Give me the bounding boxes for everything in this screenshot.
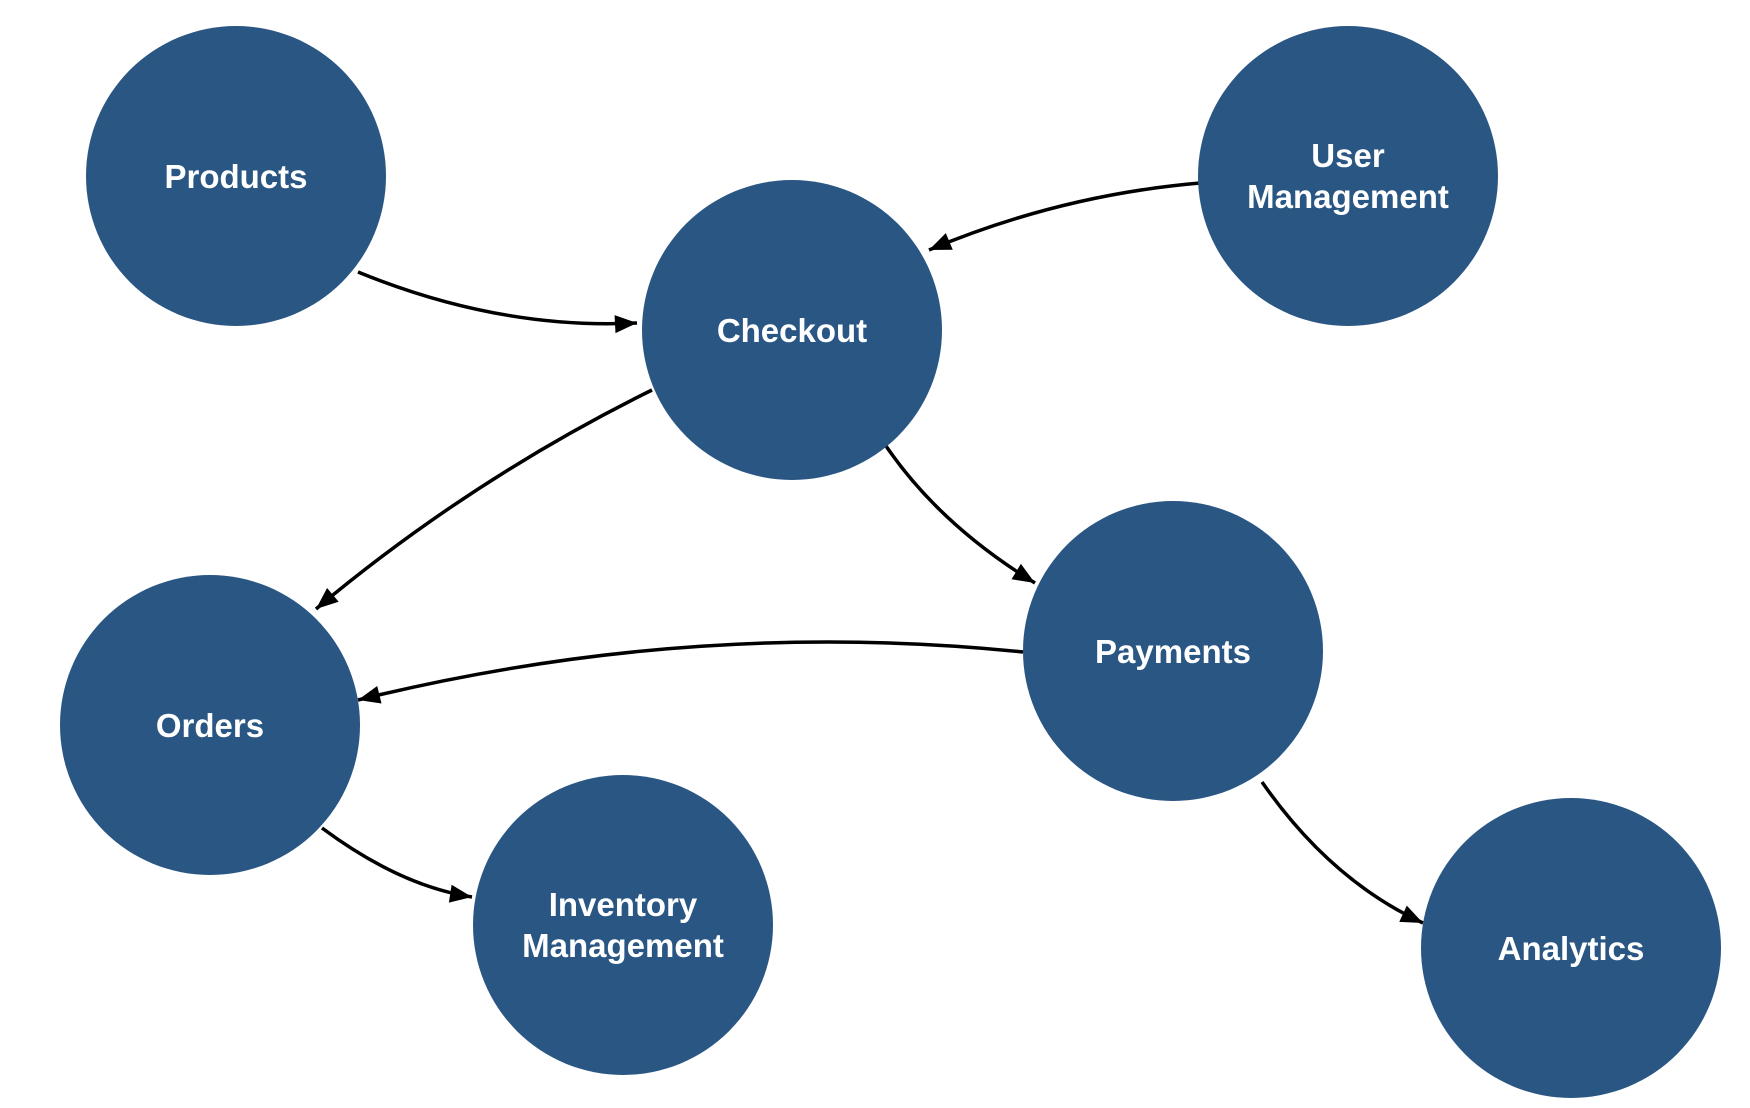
node-checkout-label: Checkout <box>716 311 868 349</box>
node-checkout[interactable]: Checkout <box>642 180 942 480</box>
node-inventory-management-label-line2: Management <box>522 927 724 964</box>
node-analytics-label: Analytics <box>1497 929 1645 967</box>
edge-orders-to-inventory-management[interactable] <box>320 826 473 903</box>
node-user-management[interactable]: User Management <box>1198 26 1498 326</box>
node-user-management-label-line1: User <box>1311 137 1385 174</box>
edge-payments-to-analytics[interactable] <box>1260 781 1424 925</box>
node-orders-label: Orders <box>155 706 265 744</box>
node-analytics[interactable]: Analytics <box>1421 798 1721 1098</box>
node-products-label: Products <box>164 157 308 195</box>
node-user-management-label-line2: Management <box>1247 178 1449 215</box>
node-inventory-management[interactable]: Inventory Management <box>473 775 773 1075</box>
edge-products-to-checkout[interactable] <box>357 270 638 334</box>
edge-user-management-to-checkout[interactable] <box>928 181 1201 252</box>
edge-payments-to-orders[interactable] <box>357 640 1024 704</box>
node-payments-label: Payments <box>1095 632 1251 670</box>
node-products[interactable]: Products <box>86 26 386 326</box>
node-inventory-management-label-line1: Inventory <box>548 886 698 923</box>
node-payments[interactable]: Payments <box>1023 501 1323 801</box>
node-orders[interactable]: Orders <box>60 575 360 875</box>
edge-checkout-to-orders[interactable] <box>314 388 653 611</box>
edge-checkout-to-payments[interactable] <box>884 445 1036 585</box>
